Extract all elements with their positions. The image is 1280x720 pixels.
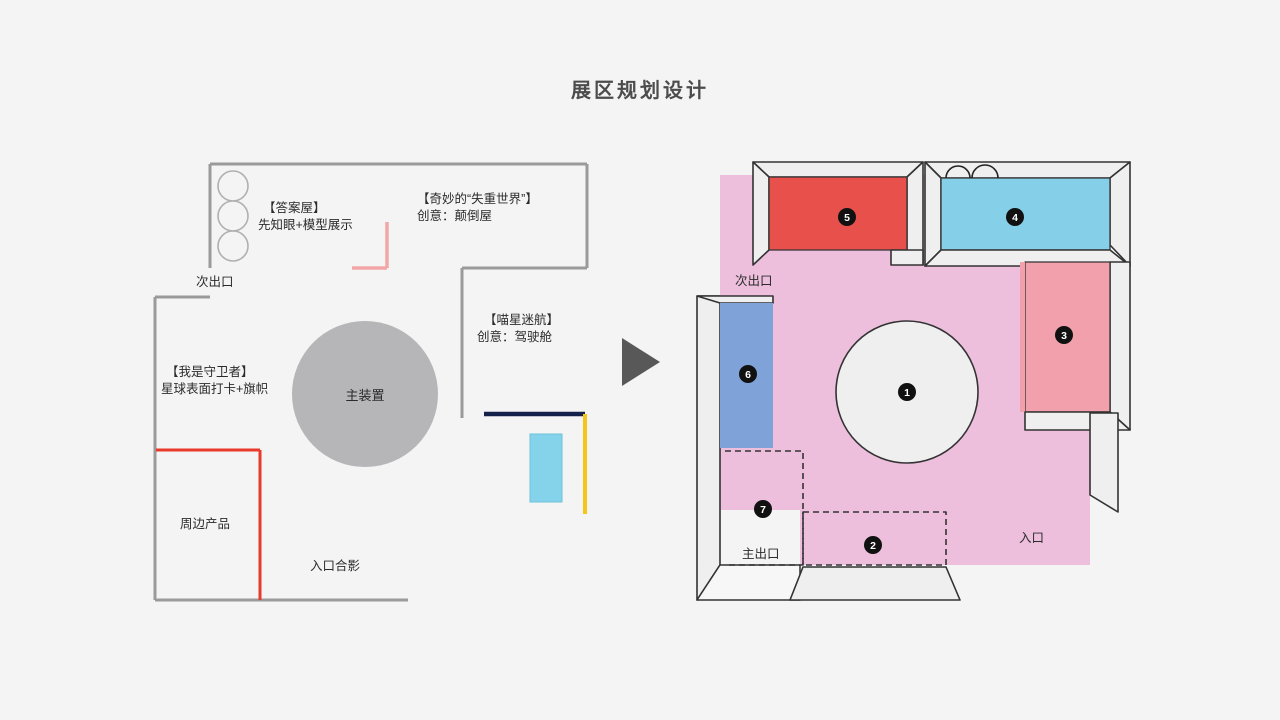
room5-top-slab — [752, 161, 924, 178]
marker-7-badge — [754, 500, 772, 518]
marker-7-number: 7 — [760, 504, 766, 516]
zone-answer-house-title: 【答案屋】 — [263, 200, 326, 215]
marker-3-number: 3 — [1061, 330, 1067, 342]
cyan-block — [529, 433, 563, 503]
room5-floor — [768, 176, 908, 251]
room4-floor — [940, 177, 1111, 251]
marker-5-number: 5 — [844, 212, 850, 224]
answer-house-circles — [217, 170, 249, 262]
marker-4-badge — [1006, 208, 1024, 226]
marker-5-badge — [838, 208, 856, 226]
room4-left-wall — [924, 161, 942, 267]
left-label-entrance-photo: 入口合影 — [310, 558, 361, 573]
room-4: 4 — [924, 161, 1131, 267]
zone-7-dashed: 7 — [725, 450, 804, 566]
room3-right-wall — [1109, 261, 1131, 431]
zone2-outline — [802, 511, 947, 566]
marker-6-number: 6 — [745, 369, 751, 381]
zone-cat-voyage-title: 【喵星迷航】 — [484, 312, 559, 327]
arch-icon-2 — [971, 164, 999, 179]
marker-2-badge — [864, 536, 882, 554]
zone-answer-house-subtitle: 先知眼+模型展示 — [258, 218, 353, 232]
circle-3 — [217, 230, 249, 262]
right-label-main-exit: 主出口 — [742, 547, 780, 561]
zone-weightless-subtitle: 创意：颠倒屋 — [417, 208, 492, 223]
circle-1 — [217, 170, 249, 202]
left-label-peripheral: 周边产品 — [180, 517, 230, 531]
left-plan-red-wall — [156, 448, 262, 600]
left-label-secondary-exit: 次出口 — [196, 275, 234, 289]
zone-weightless-title: 【奇妙的“失重世界”】 — [417, 191, 538, 206]
room4-top-slab — [924, 161, 1131, 179]
marker-2-number: 2 — [870, 540, 876, 552]
left-plan-pink-wall — [352, 222, 389, 270]
room6-left-wall — [696, 295, 721, 601]
marker-1-number: 1 — [904, 387, 910, 399]
page-title: 展区规划设计 — [571, 80, 709, 102]
entrance-door-face — [1089, 412, 1119, 513]
room-5: 5 — [752, 161, 924, 266]
room-6: 6 — [696, 295, 801, 601]
room5-left-wall — [752, 161, 770, 266]
right-label-entrance: 入口 — [1019, 531, 1044, 545]
right-label-secondary-exit: 次出口 — [735, 274, 773, 288]
room3-edge — [1020, 262, 1025, 412]
zone-guardian-subtitle: 星球表面打卡+旗帜 — [161, 381, 268, 396]
marker-4-number: 4 — [1012, 212, 1018, 224]
main-device-circle — [292, 321, 438, 467]
zone-2-dashed: 2 — [802, 511, 947, 566]
exit-platform — [789, 566, 961, 601]
arch-icon-1 — [945, 165, 971, 179]
entrance-door-panel — [1089, 412, 1119, 513]
zone-cat-voyage-subtitle: 创意：驾驶舱 — [477, 329, 553, 344]
main-device-label: 主装置 — [345, 388, 384, 403]
room-3: 3 — [1020, 261, 1131, 431]
marker-6-badge — [739, 365, 757, 383]
circle-2 — [217, 200, 249, 232]
right-plan: 5 4 3 — [696, 161, 1131, 601]
zone-guardian-title: 【我是守卫者】 — [166, 365, 254, 379]
zone7-outline — [725, 450, 804, 566]
room4-right-wall — [1109, 161, 1131, 267]
marker-1-badge — [898, 383, 916, 401]
right-triangle-arrow-icon — [622, 338, 660, 386]
room5-foot — [890, 249, 924, 266]
marker-3-badge — [1055, 326, 1073, 344]
left-plan-walls — [153, 162, 589, 602]
left-plan: 主装置 【答案屋】 先知眼+模型展示 【奇妙的“失重世界”】 创意：颠倒屋 【喵… — [153, 162, 589, 602]
